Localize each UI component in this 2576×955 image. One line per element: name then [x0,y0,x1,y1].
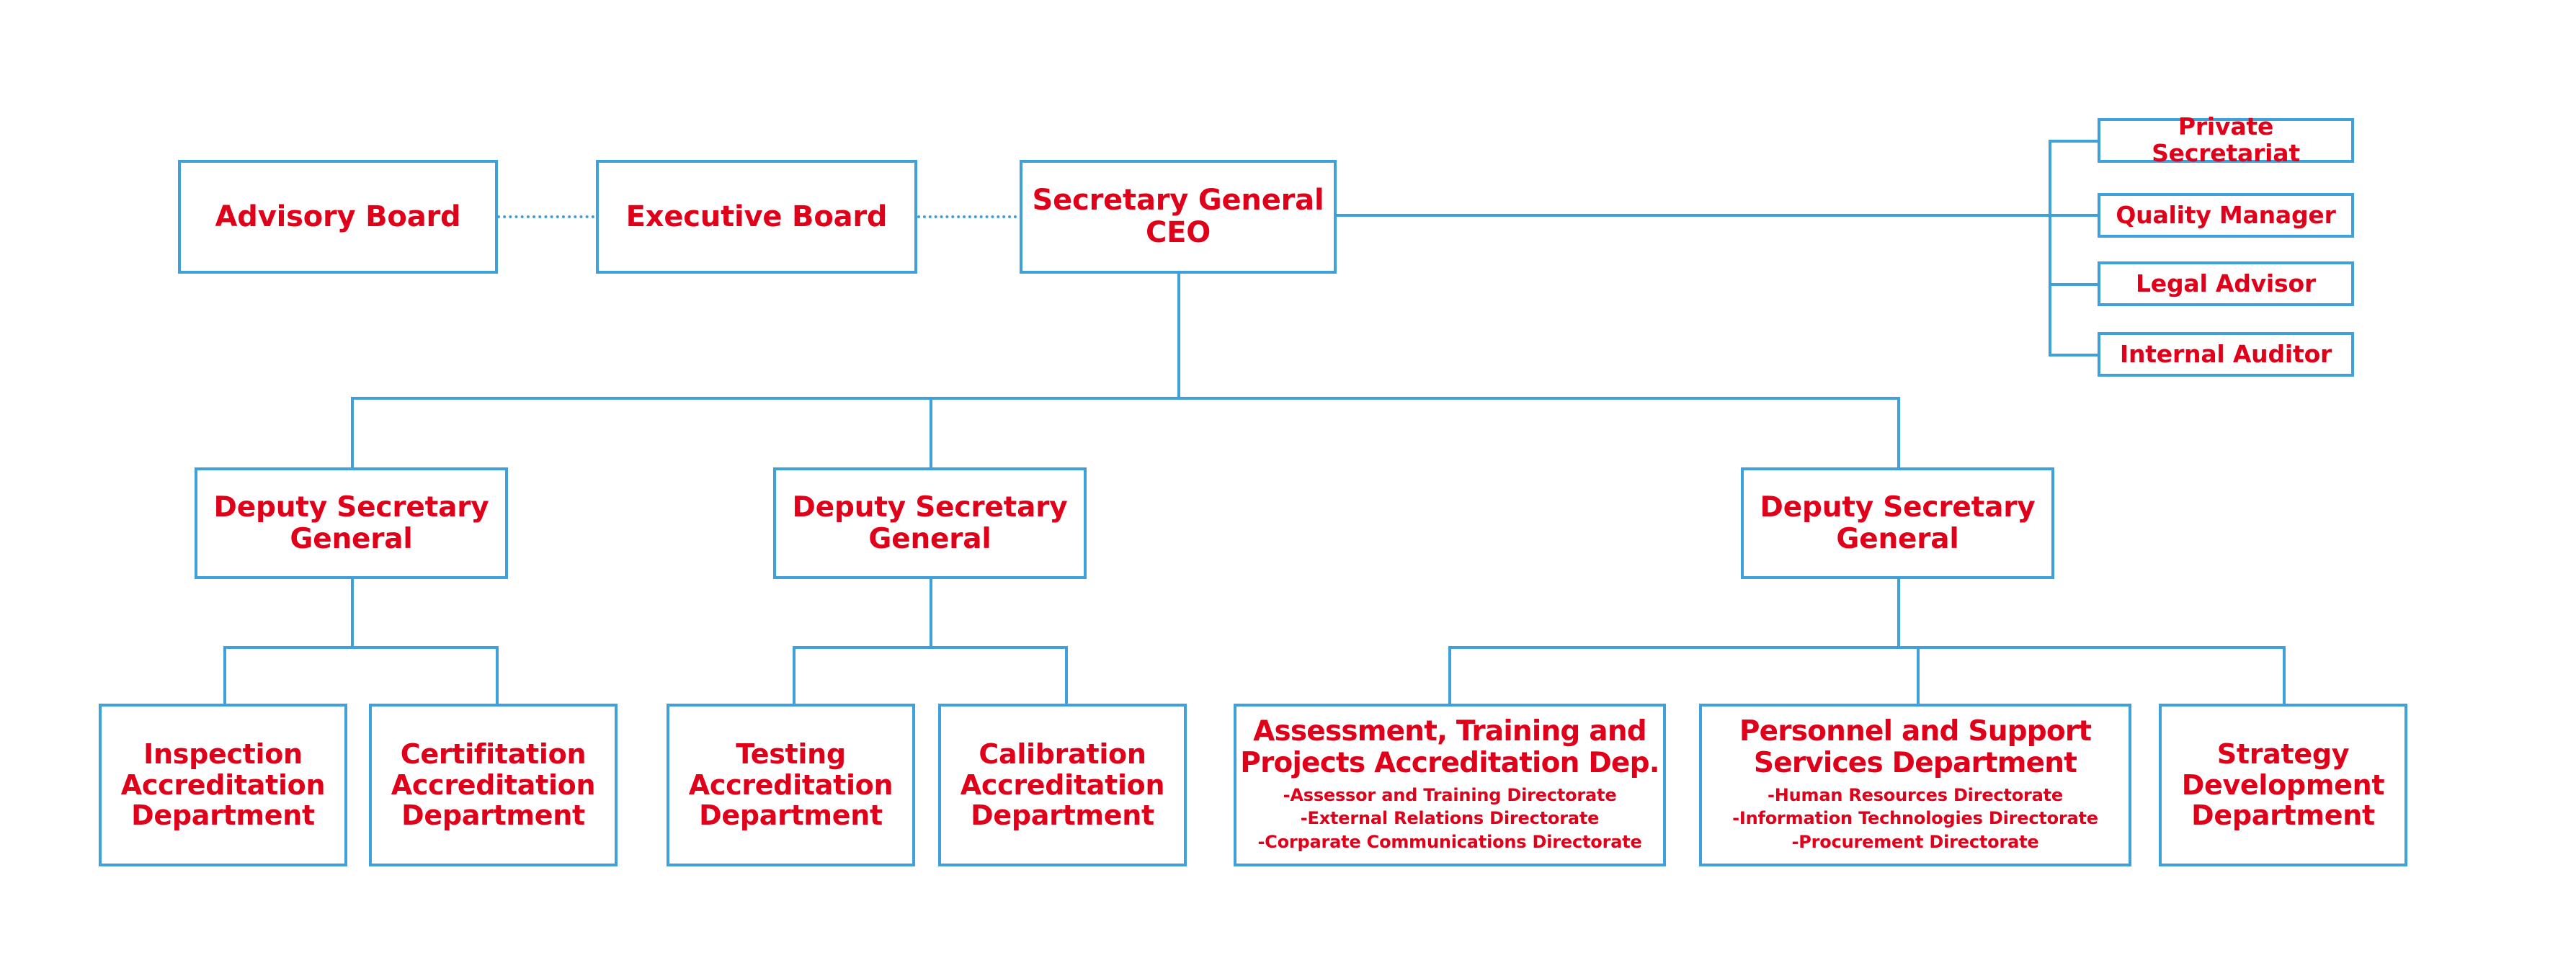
node-label: Executive Board [625,199,888,233]
connector-deputy1-bus [223,646,499,649]
node-label: Deputy Secretary General [213,490,489,555]
connector-deputy3-bus [1448,646,2286,649]
node-advisory-board[interactable]: Advisory Board [178,160,498,274]
connector-deputy1-drop [351,578,354,648]
node-assessment-department[interactable]: Assessment, Training and Projects Accred… [1234,704,1666,866]
connector-stub-quality-manager [2049,214,2099,217]
node-label: Quality Manager [2116,200,2336,229]
connector-executive-to-secretary [917,215,1022,218]
connector-drop-personnel [1917,646,1920,705]
connector-drop-inspection [223,646,226,705]
node-personnel-department[interactable]: Personnel and Support Services Departmen… [1699,704,2131,866]
connector-drop-deputy-2 [930,397,932,469]
node-executive-board[interactable]: Executive Board [596,160,917,274]
connector-drop-certification [496,646,499,705]
connector-ceo-drop [1177,274,1180,400]
node-label: Personnel and Support Services Departmen… [1739,715,2092,780]
node-private-secretariat[interactable]: Private Secretariat [2098,113,2354,166]
node-label: Advisory Board [215,199,461,233]
node-label: Assessment, Training and Projects Accred… [1240,715,1659,780]
connector-drop-calibration [1065,646,1068,705]
connector-stub-internal-auditor [2049,354,2099,357]
connector-stub-legal-advisor [2049,283,2099,286]
node-label: Certifitation Accreditation Department [391,738,596,832]
connector-drop-deputy-3 [1897,397,1900,469]
node-legal-advisor[interactable]: Legal Advisor [2098,261,2354,306]
connector-advisory-to-executive [497,215,594,218]
node-label: Private Secretariat [2152,112,2300,167]
node-quality-manager[interactable]: Quality Manager [2098,193,2354,238]
node-secretary-general[interactable]: Secretary General CEO [1020,160,1337,274]
node-label: Internal Auditor [2119,339,2332,368]
node-sub-list: -Assessor and Training Directorate -Exte… [1257,784,1642,852]
node-inspection-department[interactable]: Inspection Accreditation Department [99,704,347,866]
connector-drop-strategy [2283,646,2286,705]
node-deputy-1[interactable]: Deputy Secretary General [195,467,508,579]
connector-deputy2-drop [930,578,932,648]
connector-staff-spine [2049,140,2051,357]
connector-drop-assessment [1448,646,1451,705]
node-testing-department[interactable]: Testing Accreditation Department [667,704,915,866]
connector-stub-private-secretariat [2049,140,2099,143]
node-deputy-2[interactable]: Deputy Secretary General [773,467,1087,579]
node-label: Calibration Accreditation Department [960,738,1165,832]
node-label: Strategy Development Department [2181,738,2385,832]
connector-drop-deputy-1 [351,397,354,469]
node-deputy-3[interactable]: Deputy Secretary General [1741,467,2054,579]
node-label: Legal Advisor [2135,269,2317,297]
node-certification-department[interactable]: Certifitation Accreditation Department [369,704,618,866]
node-sub-list: -Human Resources Directorate -Informatio… [1732,784,2098,852]
node-label: Inspection Accreditation Department [120,738,326,832]
node-label: Secretary General CEO [1032,184,1324,249]
node-strategy-department[interactable]: Strategy Development Department [2159,704,2407,866]
connector-drop-testing [793,646,795,705]
connector-deputy3-drop [1897,578,1900,648]
node-label: Deputy Secretary General [1760,490,2036,555]
connector-deputy-bus [351,397,1900,400]
node-label: Testing Accreditation Department [688,738,893,832]
node-internal-auditor[interactable]: Internal Auditor [2098,332,2354,377]
node-label: Deputy Secretary General [792,490,1068,555]
connector-deputy2-bus [793,646,1068,649]
node-calibration-department[interactable]: Calibration Accreditation Department [938,704,1187,866]
connector-ceo-to-staff-spine [1337,214,2051,217]
